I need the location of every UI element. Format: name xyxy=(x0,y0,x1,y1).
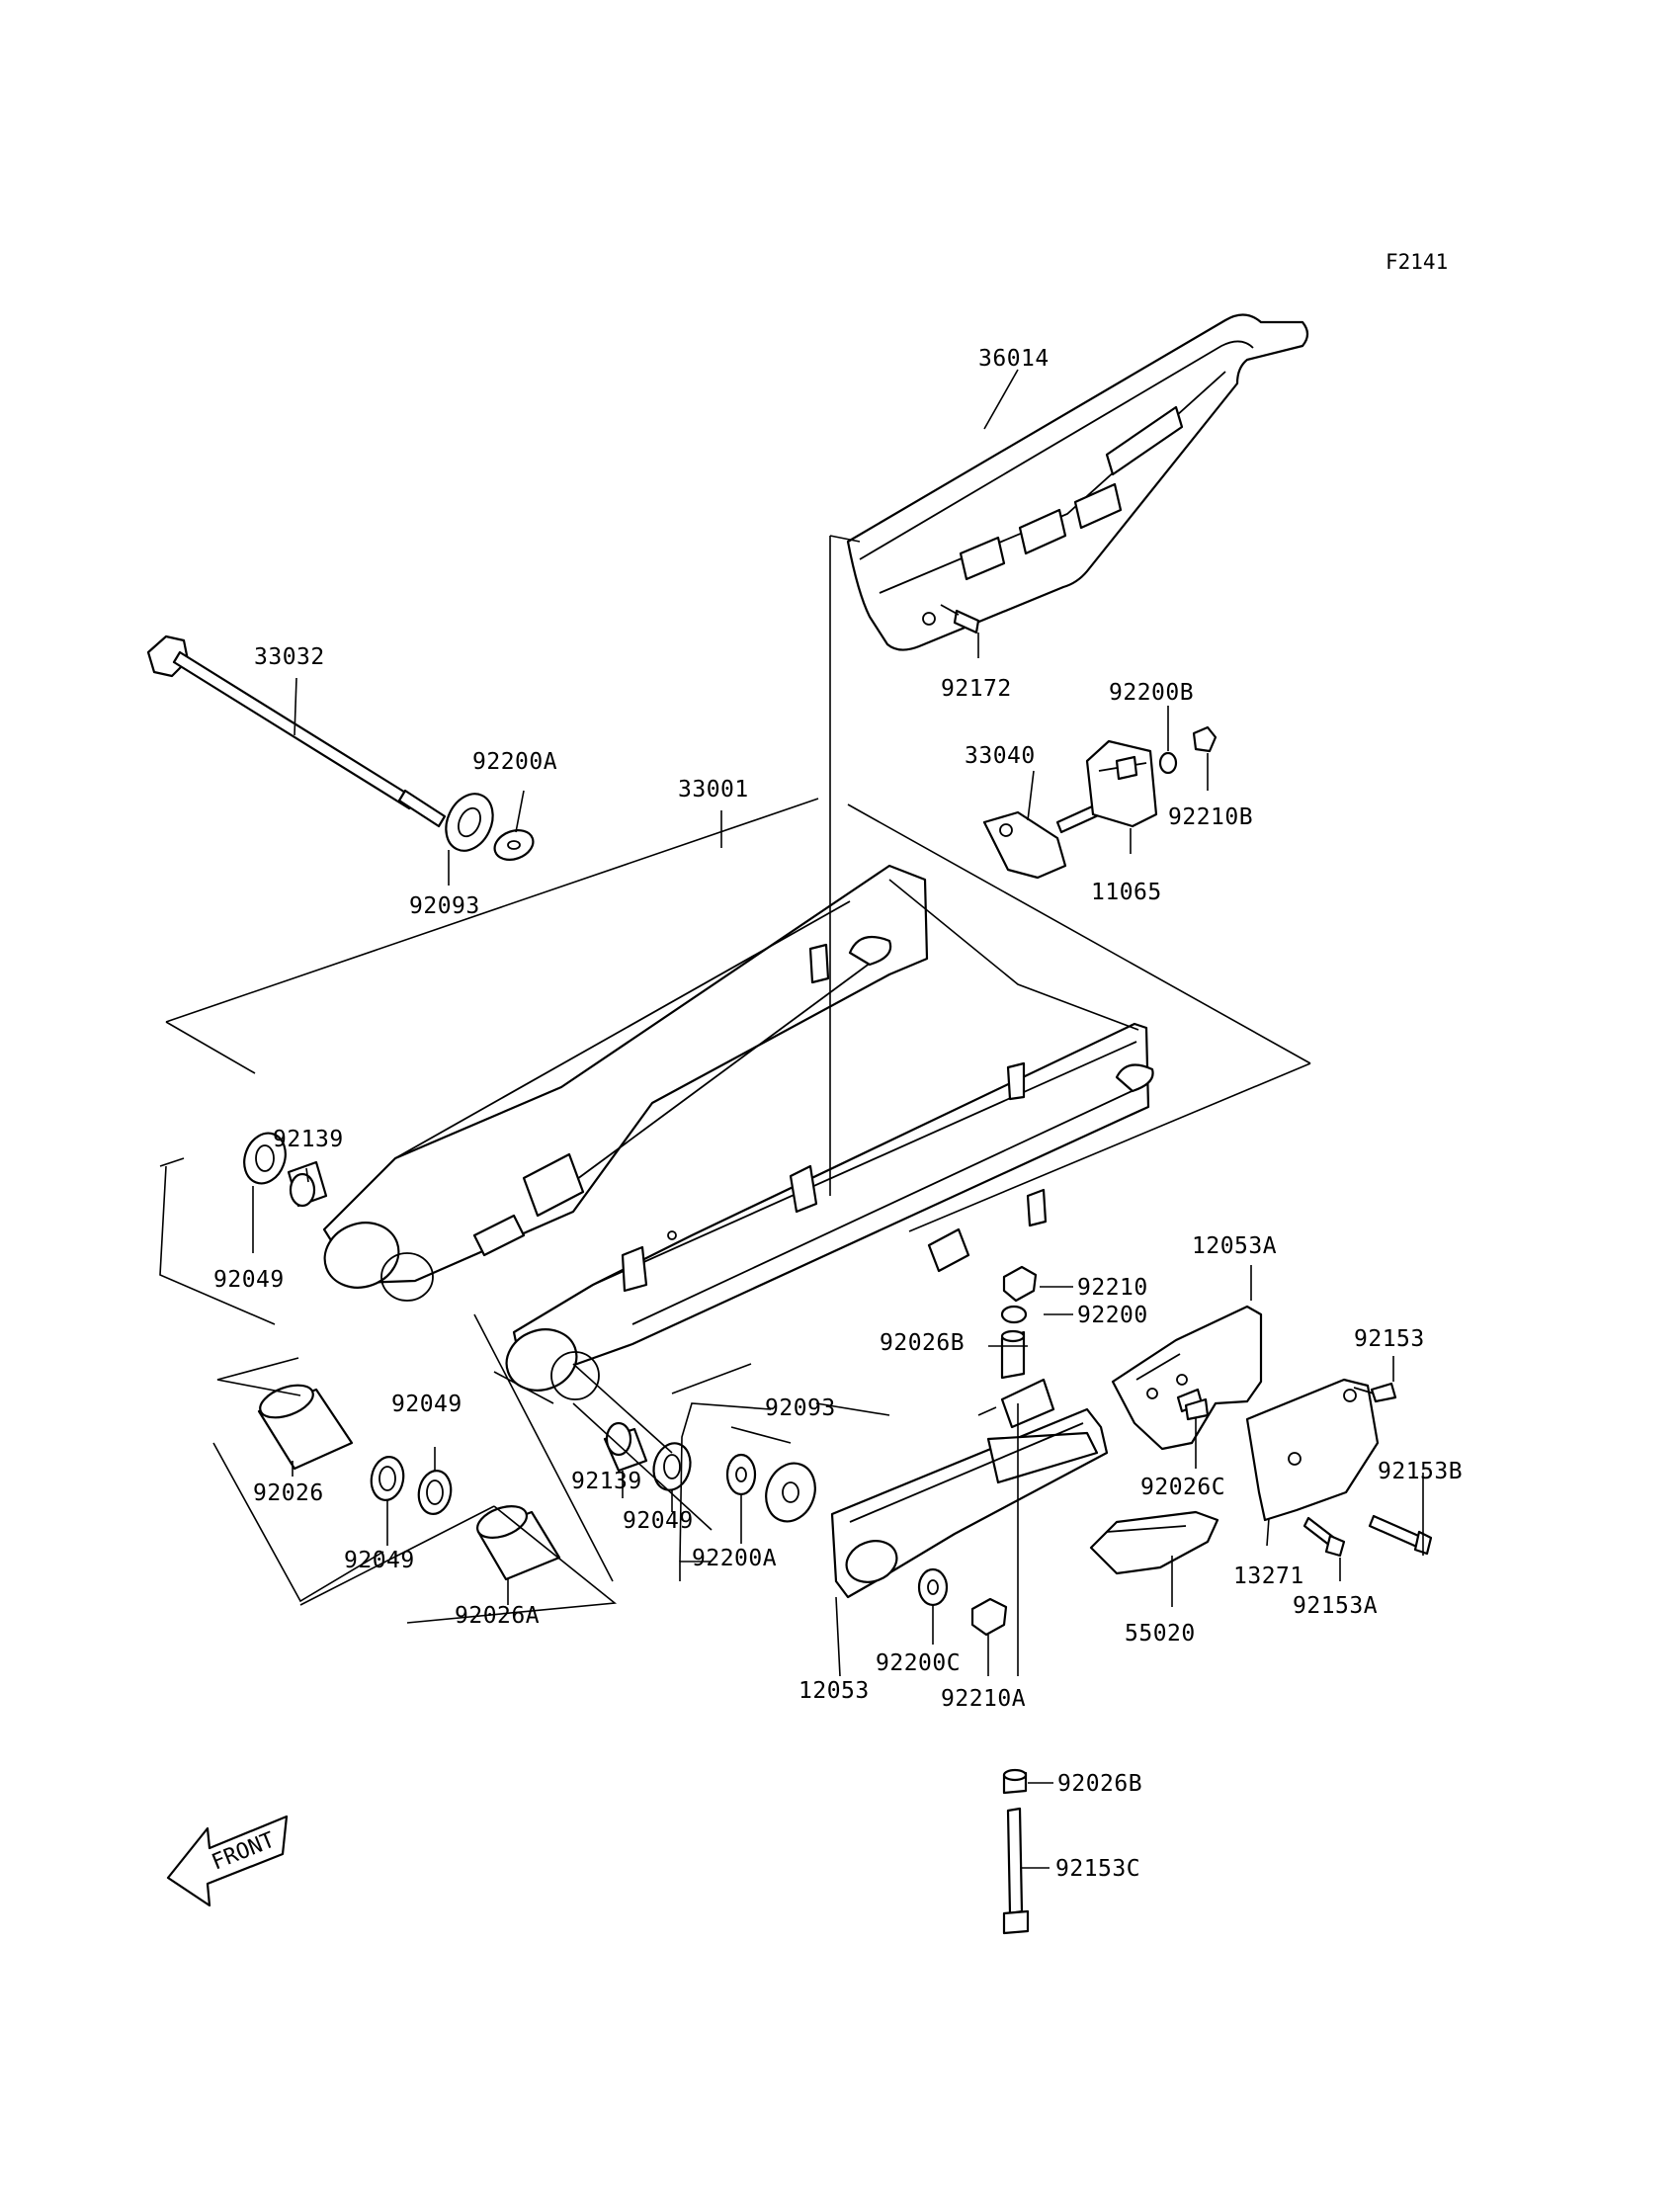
label-92210B: 92210B xyxy=(1168,804,1253,830)
bolt-92153C xyxy=(1002,1807,1030,1935)
label-92200A-top: 92200A xyxy=(472,749,557,775)
collar-92026B-low xyxy=(1002,1768,1028,1795)
label-92049-mid: 92049 xyxy=(391,1392,462,1417)
label-92200B: 92200B xyxy=(1109,680,1194,706)
label-92049-low: 92049 xyxy=(344,1548,415,1573)
bushing-92026A xyxy=(476,1505,561,1581)
chain-adjuster-33040 xyxy=(982,801,1107,880)
label-92139-top: 92139 xyxy=(273,1127,344,1152)
swing-arm-outline xyxy=(159,798,1311,1325)
seal-92049-mid xyxy=(652,1442,692,1491)
label-92200: 92200 xyxy=(1077,1303,1148,1328)
label-92153B: 92153B xyxy=(1378,1459,1463,1484)
label-92026A: 92026A xyxy=(455,1603,540,1629)
seal-92049-left xyxy=(243,1132,287,1185)
seal-92093-mid xyxy=(765,1462,816,1523)
washer-92200 xyxy=(1000,1305,1028,1324)
figure-code: F2141 xyxy=(1386,250,1448,274)
bushing-92026 xyxy=(257,1384,354,1471)
plate-13271 xyxy=(1245,1378,1380,1522)
collar-92139-top xyxy=(287,1160,328,1208)
nut-92210A xyxy=(970,1597,1008,1637)
label-92210: 92210 xyxy=(1077,1275,1148,1301)
swing-arm-33001 xyxy=(322,864,1154,1400)
label-12053A: 12053A xyxy=(1192,1233,1277,1259)
seal-92093-top xyxy=(445,793,494,852)
label-92026C: 92026C xyxy=(1140,1475,1225,1500)
label-92200C: 92200C xyxy=(876,1650,961,1676)
label-92172: 92172 xyxy=(941,676,1012,702)
label-33032: 33032 xyxy=(254,644,325,670)
chain-adjuster-plate-11065 xyxy=(1085,739,1158,828)
bolt-92172 xyxy=(940,604,980,634)
bolt-92153 xyxy=(1353,1382,1397,1403)
label-12053: 12053 xyxy=(798,1678,870,1704)
label-92026B-low: 92026B xyxy=(1057,1771,1142,1797)
label-36014: 36014 xyxy=(978,346,1050,372)
label-33040: 33040 xyxy=(965,743,1036,769)
label-92153: 92153 xyxy=(1354,1326,1425,1352)
chain-guard-36014 xyxy=(846,313,1309,651)
collar-92026C xyxy=(1184,1397,1210,1421)
label-92093-mid: 92093 xyxy=(765,1395,836,1421)
collar-92139-mid xyxy=(603,1421,648,1473)
label-13271: 13271 xyxy=(1233,1563,1304,1589)
label-55020: 55020 xyxy=(1125,1621,1196,1647)
label-92139-mid: 92139 xyxy=(571,1469,642,1494)
label-92049-low2: 92049 xyxy=(623,1508,694,1534)
collar-92026B-mid xyxy=(1000,1329,1026,1380)
label-92210A: 92210A xyxy=(941,1686,1026,1712)
bolt-92153B xyxy=(1368,1514,1433,1556)
label-92153A: 92153A xyxy=(1293,1593,1378,1619)
label-92049-left: 92049 xyxy=(213,1267,285,1293)
chain-guide-12053 xyxy=(830,1378,1109,1599)
label-11065: 11065 xyxy=(1091,880,1162,905)
leader-lines xyxy=(212,369,1424,1869)
nut-92210B xyxy=(1192,725,1218,753)
washer-92200A-low xyxy=(725,1453,757,1496)
washer-92200A-top xyxy=(493,829,535,861)
label-92026B-mid: 92026B xyxy=(880,1330,965,1356)
label-92200A-low: 92200A xyxy=(692,1546,777,1571)
bolt-92153A xyxy=(1302,1516,1346,1558)
front-direction-arrow: FRONT xyxy=(166,1815,289,1907)
slider-55020 xyxy=(1089,1510,1219,1575)
seal-92049-lower-b xyxy=(417,1470,453,1515)
label-92093-top: 92093 xyxy=(409,893,480,919)
washer-92200B xyxy=(1158,751,1178,775)
labels: 36014 33032 92172 92200B 33040 92200A 33… xyxy=(213,346,1463,1882)
washer-92200C xyxy=(917,1567,949,1607)
seal-92049-lower-a xyxy=(370,1456,405,1501)
label-33001: 33001 xyxy=(678,777,749,803)
nut-92210 xyxy=(1002,1265,1038,1303)
label-92026: 92026 xyxy=(253,1480,324,1506)
label-92153C: 92153C xyxy=(1055,1856,1140,1882)
